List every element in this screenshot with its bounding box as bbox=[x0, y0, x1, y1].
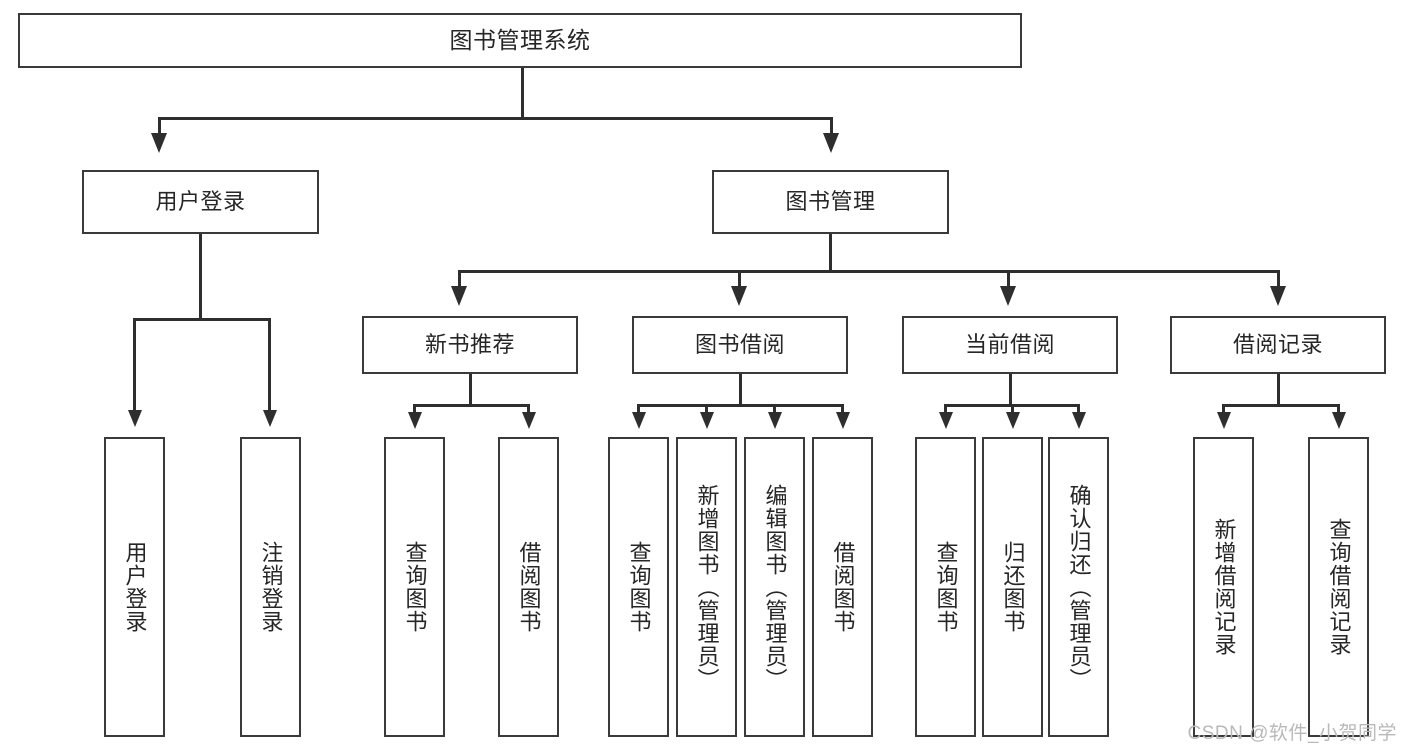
node-label: 借阅记录 bbox=[1232, 332, 1323, 358]
connector-new-book-drop-2 bbox=[527, 404, 530, 414]
leaf-add-book-admin[interactable]: 新增图书（管理员） bbox=[676, 437, 737, 737]
node-label: 注销登录 bbox=[258, 541, 284, 633]
connector-user-login-bus bbox=[133, 318, 270, 321]
node-label: 查询借阅记录 bbox=[1326, 518, 1352, 656]
connector-book-management-stem bbox=[829, 234, 832, 272]
node-label: 当前借阅 bbox=[964, 332, 1055, 358]
connector-level2-drop-left bbox=[158, 117, 161, 135]
connector-root-stem bbox=[521, 68, 524, 118]
node-new-book-recommend[interactable]: 新书推荐 bbox=[362, 316, 578, 374]
connector-current-borrow-stem bbox=[1009, 374, 1012, 406]
node-label: 用户登录 bbox=[122, 541, 148, 633]
connector-borrow-record-stem bbox=[1277, 374, 1280, 406]
leaf-borrow-book-newbook[interactable]: 借阅图书 bbox=[498, 437, 559, 737]
arrow-to-query-book-2 bbox=[632, 412, 646, 429]
node-label: 查询图书 bbox=[626, 541, 652, 633]
connector-borrow-record-drop-1 bbox=[1222, 404, 1225, 414]
connector-level3-drop-3 bbox=[1007, 270, 1010, 288]
arrow-to-add-book bbox=[700, 412, 714, 429]
node-label: 查询图书 bbox=[933, 541, 959, 633]
connector-level2-bus bbox=[158, 117, 833, 120]
node-label: 图书管理 bbox=[785, 189, 876, 215]
node-label: 图书管理系统 bbox=[449, 27, 591, 54]
connector-level2-drop-right bbox=[830, 117, 833, 135]
arrow-to-new-book-recommend bbox=[451, 286, 467, 306]
connector-book-borrow-drop-1 bbox=[637, 404, 640, 414]
leaf-query-book-current[interactable]: 查询图书 bbox=[915, 437, 976, 737]
node-label: 用户登录 bbox=[155, 189, 246, 215]
arrow-to-borrow-book-2 bbox=[836, 412, 850, 429]
connector-current-borrow-drop-3 bbox=[1077, 404, 1080, 414]
node-borrow-record[interactable]: 借阅记录 bbox=[1170, 316, 1386, 374]
node-label: 新增借阅记录 bbox=[1211, 518, 1237, 656]
connector-book-borrow-bus bbox=[637, 404, 843, 407]
arrow-to-borrow-book-1 bbox=[522, 412, 536, 429]
connector-new-book-bus bbox=[413, 404, 529, 407]
connector-book-borrow-drop-2 bbox=[705, 404, 708, 414]
leaf-logout[interactable]: 注销登录 bbox=[240, 437, 301, 737]
connector-new-book-drop-1 bbox=[413, 404, 416, 414]
node-current-borrow[interactable]: 当前借阅 bbox=[902, 316, 1118, 374]
arrow-to-query-book-3 bbox=[939, 412, 953, 429]
leaf-borrow-book[interactable]: 借阅图书 bbox=[812, 437, 873, 737]
arrow-to-user-login-leaf bbox=[128, 410, 142, 427]
arrow-to-logout-leaf bbox=[263, 410, 277, 427]
node-label: 借阅图书 bbox=[830, 541, 856, 633]
arrow-to-return-book bbox=[1006, 412, 1020, 429]
connector-user-login-stem bbox=[199, 234, 202, 320]
connector-user-login-drop-1 bbox=[133, 318, 136, 413]
arrow-to-add-borrow-record bbox=[1217, 412, 1231, 429]
leaf-add-borrow-record[interactable]: 新增借阅记录 bbox=[1193, 437, 1254, 737]
connector-new-book-stem bbox=[469, 374, 472, 406]
leaf-user-login[interactable]: 用户登录 bbox=[104, 437, 165, 737]
node-user-login[interactable]: 用户登录 bbox=[82, 170, 319, 234]
connector-level3-drop-2 bbox=[738, 270, 741, 288]
arrow-to-user-login bbox=[151, 133, 167, 153]
node-label: 图书借阅 bbox=[694, 332, 785, 358]
node-book-borrow[interactable]: 图书借阅 bbox=[632, 316, 848, 374]
leaf-query-book-borrow[interactable]: 查询图书 bbox=[608, 437, 669, 737]
arrow-to-query-book-1 bbox=[408, 412, 422, 429]
leaf-query-book-newbook[interactable]: 查询图书 bbox=[384, 437, 445, 737]
connector-current-borrow-drop-2 bbox=[1011, 404, 1014, 414]
leaf-return-book[interactable]: 归还图书 bbox=[982, 437, 1043, 737]
connector-borrow-record-bus bbox=[1222, 404, 1339, 407]
arrow-to-edit-book bbox=[768, 412, 782, 429]
node-label: 确认归还（管理员） bbox=[1066, 483, 1092, 691]
node-book-management[interactable]: 图书管理 bbox=[712, 170, 949, 234]
node-label: 编辑图书（管理员） bbox=[762, 483, 788, 691]
connector-user-login-drop-2 bbox=[268, 318, 271, 413]
arrow-to-current-borrow bbox=[1000, 286, 1016, 306]
connector-borrow-record-drop-2 bbox=[1337, 404, 1340, 414]
connector-level3-drop-4 bbox=[1277, 270, 1280, 288]
node-label: 新增图书（管理员） bbox=[694, 483, 720, 691]
leaf-confirm-return-admin[interactable]: 确认归还（管理员） bbox=[1048, 437, 1109, 737]
connector-book-borrow-drop-4 bbox=[841, 404, 844, 414]
node-label: 归还图书 bbox=[1000, 541, 1026, 633]
connector-level3-drop-1 bbox=[458, 270, 461, 288]
node-label: 借阅图书 bbox=[516, 541, 542, 633]
connector-current-borrow-drop-1 bbox=[944, 404, 947, 414]
node-label: 新书推荐 bbox=[424, 332, 515, 358]
connector-level3-bus bbox=[458, 270, 1280, 273]
arrow-to-borrow-record bbox=[1270, 286, 1286, 306]
node-root-book-management-system[interactable]: 图书管理系统 bbox=[18, 13, 1022, 68]
arrow-to-book-management bbox=[823, 133, 839, 153]
node-label: 查询图书 bbox=[402, 541, 428, 633]
arrow-to-book-borrow bbox=[731, 286, 747, 306]
leaf-edit-book-admin[interactable]: 编辑图书（管理员） bbox=[744, 437, 805, 737]
connector-book-borrow-stem bbox=[739, 374, 742, 406]
leaf-query-borrow-record[interactable]: 查询借阅记录 bbox=[1308, 437, 1369, 737]
arrow-to-confirm-return bbox=[1072, 412, 1086, 429]
connector-book-borrow-drop-3 bbox=[773, 404, 776, 414]
arrow-to-query-borrow-record bbox=[1332, 412, 1346, 429]
